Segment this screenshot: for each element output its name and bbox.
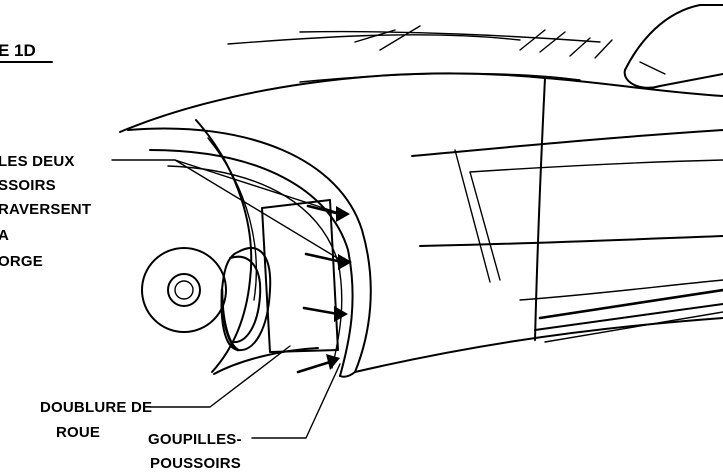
callout-line: SSOIRS <box>0 177 56 194</box>
push-pin <box>304 252 352 270</box>
callout-line: GOUPILLES- <box>148 431 242 448</box>
push-pin <box>302 306 348 322</box>
callout-line: ORGE <box>0 253 43 270</box>
push-pin <box>306 204 350 222</box>
leader-line <box>174 159 345 263</box>
vehicle-body <box>119 4 723 378</box>
wheel-liner <box>195 119 339 375</box>
push-pins <box>296 204 352 374</box>
callout-line: ROUE <box>56 424 100 441</box>
leader-line <box>251 363 341 439</box>
wheel-arch <box>127 127 372 377</box>
callout-line: POUSSOIRS <box>150 455 241 472</box>
leader-line <box>149 345 291 408</box>
figure-title: E 1D <box>0 41 36 60</box>
callout-push-pins: GOUPILLES- POUSSOIRS <box>148 363 341 472</box>
callout-pins-through-groove: LES DEUX SSOIRS RAVERSENT A ORGE <box>0 153 345 270</box>
brake-hub <box>141 247 272 352</box>
callout-line: LES DEUX <box>0 153 75 170</box>
callout-line: A <box>0 227 9 244</box>
callout-wheel-liner: DOUBLURE DE ROUE <box>40 345 291 441</box>
push-pin <box>296 354 340 374</box>
callout-line: DOUBLURE DE <box>40 399 152 416</box>
callout-line: RAVERSENT <box>0 201 91 218</box>
